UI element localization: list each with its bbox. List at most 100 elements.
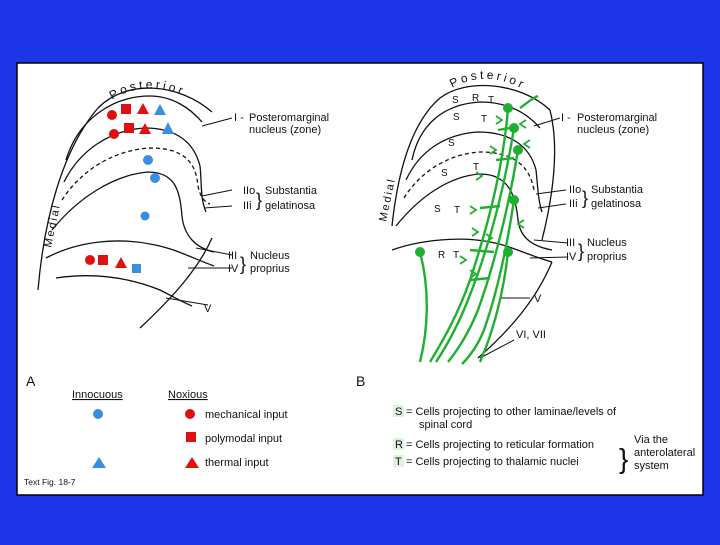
outline-outer-a <box>37 87 213 291</box>
brace-a2: } <box>240 254 246 274</box>
thermal-innocuous-marker <box>162 122 174 134</box>
brace-a1: } <box>256 190 262 210</box>
figure-caption: Text Fig. 18-7 <box>24 477 76 487</box>
lamina-i-numeral-b: I - <box>561 112 571 124</box>
cell-t: T <box>473 162 479 173</box>
thermal-noxious-marker <box>137 103 149 114</box>
mechanical-noxious-marker <box>85 255 95 265</box>
lamina-i-label-line1-b: Posteromarginal <box>577 112 657 124</box>
figure-panel <box>16 62 704 496</box>
outline-right-b <box>541 109 556 241</box>
legend-noxious-heading: Noxious <box>168 389 208 401</box>
legend-brace: } <box>619 443 628 474</box>
legend-t-letter: T <box>395 456 402 468</box>
legend-s-box <box>393 405 404 417</box>
legend-r-text: = Cells projecting to reticular formatio… <box>406 439 594 451</box>
boundary-iio-b <box>403 151 535 199</box>
cell-r: R <box>472 93 479 104</box>
boundary-i-a <box>65 95 203 161</box>
cell-s: S <box>434 204 441 215</box>
thermal-noxious-marker <box>139 123 151 134</box>
boundary-iio-a <box>61 147 211 205</box>
substantia-line2-b: gelatinosa <box>591 198 642 210</box>
neuron-somata-b <box>415 103 523 257</box>
via-line2: anterolateral <box>634 447 695 459</box>
legend-s-letter: S <box>395 406 402 418</box>
nucleus-line2-b: proprius <box>587 251 627 263</box>
panel-a <box>37 87 215 329</box>
cell-r: R <box>438 250 445 261</box>
legend-r-letter: R <box>395 439 403 451</box>
legend-mechanical-innocuous-marker <box>93 409 103 419</box>
legend-mechanical-noxious-marker <box>185 409 195 419</box>
cell-t: T <box>453 250 459 261</box>
cell-t: T <box>488 95 494 106</box>
boundary-i-b <box>411 101 541 161</box>
lamina-iio-numeral-b: IIo <box>569 184 581 196</box>
panel-letter-a: A <box>26 373 36 389</box>
legend-polymodal-label: polymodal input <box>205 433 282 445</box>
substantia-line1-b: Substantia <box>591 184 644 196</box>
cell-s: S <box>441 168 448 179</box>
polymodal-noxious-marker <box>121 104 131 114</box>
polymodal-noxious-marker <box>98 255 108 265</box>
lamina-i-label-line2-b: nucleus (zone) <box>577 124 649 136</box>
lamina-iio-numeral-a: IIo <box>243 185 255 197</box>
lamina-iii-numeral-b: IIi <box>569 198 578 210</box>
legend-polymodal-noxious-marker <box>186 432 196 442</box>
lamina-iii-b: III <box>566 237 575 249</box>
nucleus-line2-a: proprius <box>250 263 290 275</box>
boundary-ii-b <box>405 131 543 213</box>
legend-b: S = Cells projecting to other laminae/le… <box>393 405 695 474</box>
lamina-iv-a: IV <box>228 263 239 275</box>
legend-thermal-innocuous-marker <box>92 457 106 468</box>
brace-b2: } <box>578 241 584 261</box>
legend-innocuous-heading: Innocuous <box>72 389 123 401</box>
panel-b <box>391 84 556 359</box>
mechanical-innocuous-marker <box>150 173 160 183</box>
nucleus-line1-b: Nucleus <box>587 237 627 249</box>
via-line3: system <box>634 460 669 472</box>
boundary-iv-a <box>45 240 215 267</box>
dendrite-ticks-b <box>459 115 531 279</box>
legend-t-text: = Cells projecting to thalamic nuclei <box>406 456 579 468</box>
lamina-iii-numeral-a: IIi <box>243 200 252 212</box>
leader-lines-b <box>479 117 569 359</box>
outline-bottom-a <box>139 237 213 329</box>
cell-t: T <box>481 114 487 125</box>
substantia-line2-a: gelatinosa <box>265 200 316 212</box>
mechanical-innocuous-marker <box>143 155 153 165</box>
legend-mechanical-label: mechanical input <box>205 409 288 421</box>
legend-s-text-line2: spinal cord <box>419 419 472 431</box>
lamina-i-label-line1-a: Posteromarginal <box>249 112 329 124</box>
leader-lines-a <box>165 117 233 306</box>
lamina-i-numeral-a: I - <box>234 112 244 124</box>
legend-r-box <box>393 438 404 450</box>
nucleus-line1-a: Nucleus <box>250 250 290 262</box>
legend-a: Innocuous Noxious mechanical input polym… <box>72 389 288 469</box>
legend-s-text-line1: = Cells projecting to other laminae/leve… <box>406 406 617 418</box>
legend-thermal-label: thermal input <box>205 457 269 469</box>
panel-letter-b: B <box>356 373 365 389</box>
cell-s: S <box>448 138 455 149</box>
projection-neurons-b <box>418 94 539 365</box>
lamina-v-a: V <box>204 303 212 315</box>
input-markers-a <box>85 103 174 273</box>
lamina-iv-b: IV <box>566 251 577 263</box>
legend-t-box <box>393 455 404 467</box>
mechanical-noxious-marker <box>107 110 117 120</box>
boundary-iii-a <box>51 171 215 253</box>
thermal-noxious-marker <box>115 257 127 268</box>
via-line1: Via the <box>634 434 668 446</box>
brace-b1: } <box>582 188 588 208</box>
lamina-i-label-line2-a: nucleus (zone) <box>249 124 321 136</box>
substantia-line1-a: Substantia <box>265 185 318 197</box>
polymodal-noxious-marker <box>124 123 134 133</box>
cell-s: S <box>453 112 460 123</box>
lamina-v-b: V <box>534 293 542 305</box>
labels-a: I - Posteromarginal nucleus (zone) IIo I… <box>26 112 329 389</box>
outline-outer-b <box>391 84 551 227</box>
boundary-iv-b <box>391 238 553 263</box>
